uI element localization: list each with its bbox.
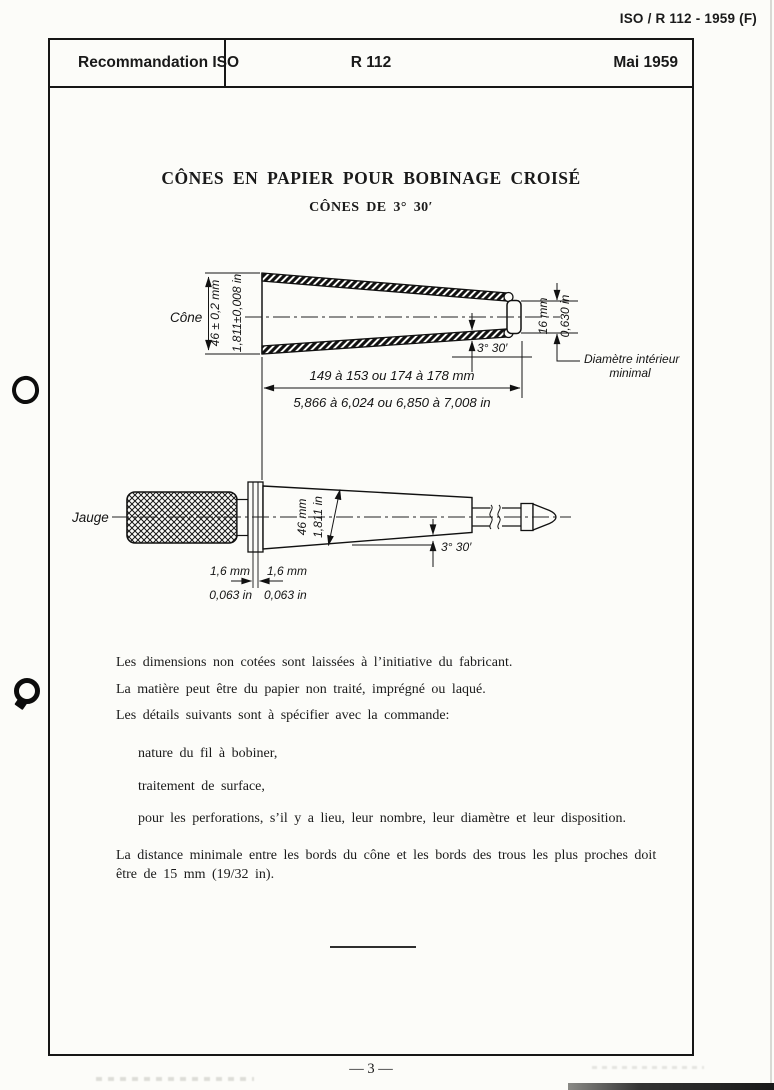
page-number: — 3 —	[349, 1061, 393, 1077]
scan-smudge-right	[592, 1066, 704, 1069]
closing-paragraph-line-2: être de 15 mm (19/32 in).	[116, 867, 275, 882]
bore-note-line2: minimal	[609, 366, 651, 380]
scan-smudge-left	[96, 1077, 254, 1081]
binder-hole-mark-top	[10, 374, 41, 406]
plate-right-in-label: 0,063 in	[264, 588, 307, 602]
cone-bore-in-label: 0,630 in	[558, 294, 572, 337]
spec-list-item-1: nature du fil à bobiner,	[138, 746, 278, 761]
body-paragraph-3: Les détails suivants sont à spécifier av…	[116, 708, 450, 723]
cone-top-wall	[261, 272, 508, 302]
header-date: Mai 1959	[613, 54, 678, 71]
plate-left-in-label: 0,063 in	[209, 588, 252, 602]
cone-drawing: 46 ± 0,2 mm 1,811±0,008 in 16 mm 0,630 i…	[170, 272, 680, 480]
closing-paragraph-line-1: La distance minimale entre les bords du …	[116, 848, 657, 863]
cone-length-mm-label: 149 à 153 ou 174 à 178 mm	[310, 368, 475, 383]
bore-note-line1: Diamètre intérieur	[584, 352, 680, 366]
plate-right-mm-label: 1,6 mm	[267, 564, 307, 578]
spec-list-item-3: pour les perforations, s’il y a lieu, le…	[138, 811, 627, 826]
cone-height-in-label: 1,811±0,008 in	[230, 273, 244, 352]
cone-bottom-wall	[261, 328, 508, 355]
cone-bore-mm-label: 16 mm	[536, 298, 550, 335]
gauge-label: Jauge	[71, 510, 109, 525]
body-paragraph-2: La matière peut être du papier non trait…	[116, 682, 486, 697]
cone-height-mm-label: 46 ± 0,2 mm	[208, 280, 222, 347]
technical-drawing: 46 ± 0,2 mm 1,811±0,008 in 16 mm 0,630 i…	[71, 272, 680, 602]
header-row: Recommandation ISO R 112 Mai 1959	[50, 40, 692, 88]
plate-left-mm-label: 1,6 mm	[210, 564, 250, 578]
scan-artifact-bar	[568, 1083, 774, 1090]
separator-rule	[330, 946, 416, 948]
header-divider	[224, 40, 226, 86]
header-recommendation-number: R 112	[350, 54, 392, 71]
body-paragraph-1: Les dimensions non cotées sont laissées …	[116, 655, 513, 670]
cone-label: Cône	[170, 310, 202, 325]
spec-list-item-2: traitement de surface,	[138, 779, 265, 794]
gauge-angle-label: 3° 30′	[441, 540, 472, 554]
document-title: CÔNES EN PAPIER POUR BOBINAGE CROISÉ	[161, 168, 581, 188]
header-organization: Recommandation ISO	[78, 54, 240, 71]
page-frame: Recommandation ISO R 112 Mai 1959 CÔNES …	[48, 38, 694, 1056]
cone-angle-label: 3° 30′	[477, 341, 508, 355]
cone-length-in-label: 5,866 à 6,024 ou 6,850 à 7,008 in	[293, 395, 490, 410]
scan-edge-shadow	[770, 0, 772, 1090]
gauge-drawing: 46 mm 1,811 in 3° 30′ 1,6 mm 1,6 mm 0,06…	[71, 481, 557, 602]
document-subtitle: CÔNES DE 3° 30′	[309, 200, 433, 215]
document-reference: ISO / R 112 - 1959 (F)	[619, 11, 757, 26]
